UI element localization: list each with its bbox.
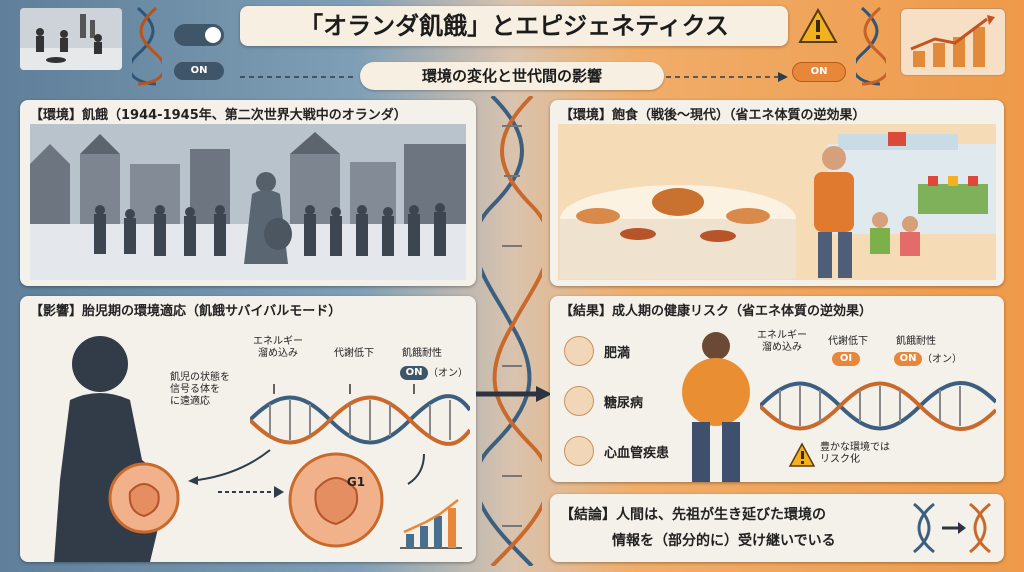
g1-label: G1 [346, 475, 366, 489]
result-warning-note: 豊かな環境では リスク化 [820, 442, 890, 465]
result-label-metabolism: 代謝低下 [828, 336, 868, 347]
effect-arrows [188, 384, 425, 485]
famine-scene-illustration [30, 124, 466, 280]
panel-effect: 【影響】胎児期の環境適応（飢餓サバイバルモード） 飢児の状態を 信号る体を に遠… [20, 296, 476, 562]
dna-helix-icon-topleft [132, 6, 162, 86]
feast-scene-illustration [558, 124, 996, 280]
dna-inheritance-icon [913, 502, 991, 554]
page-title: 「オランダ飢餓」とエピジェネティクス [240, 6, 788, 46]
dna-helix-icon-topright [856, 6, 886, 86]
on-toggle-right[interactable]: ON [792, 62, 846, 82]
toggle-switch[interactable] [174, 24, 224, 46]
page-subtitle: 環境の変化と世代間の影響 [360, 62, 664, 90]
fetus-state-note: 飢児の状態を 信号る体を に遠適応 [170, 372, 230, 407]
fetus-icon-womb [108, 462, 180, 534]
warning-icon-result [788, 442, 816, 467]
panel-env-feast: 【環境】飽食（戦後〜現代）（省エネ体質の逆効果） [550, 100, 1004, 286]
on-toggle-left[interactable]: ON [174, 62, 224, 80]
warning-icon [798, 8, 838, 43]
famine-thumbnail [20, 8, 122, 70]
tolerance-on-switch[interactable]: ON [400, 366, 428, 380]
panel-env-famine: 【環境】飢餓（1944-1945年、第二次世界大戦中のオランダ） [20, 100, 476, 286]
label-metabolism-decline: 代謝低下 [334, 348, 374, 359]
result-label-tolerance: 飢餓耐性 [896, 336, 936, 347]
dashed-arrow-right [666, 72, 788, 82]
label-energy-storage: エネルギー 溜め込み [253, 336, 303, 359]
label-starvation-tolerance: 飢餓耐性 [402, 348, 442, 359]
conclusion-line-2: 情報を（部分的に）受け継いでいる [612, 533, 836, 549]
center-dna-helix [482, 96, 542, 566]
panel-title-effect: 【影響】胎児期の環境適応（飢餓サバイバルモード） [30, 304, 342, 319]
risk-cardiovascular: 心血管疾患 [604, 446, 670, 461]
tolerance-on-suffix: （オン） [428, 368, 468, 379]
panel-title-env-famine: 【環境】飢餓（1944-1945年、第二次世界大戦中のオランダ） [30, 108, 407, 123]
risk-diabetes: 糖尿病 [604, 396, 644, 411]
fetus-icon-g1 [288, 452, 384, 548]
heart-icon [564, 436, 594, 466]
growth-chart-icon [900, 8, 1006, 76]
panel-title-env-feast: 【環境】飽食（戦後〜現代）（省エネ体質の逆効果） [560, 108, 866, 123]
result-label-energy: エネルギー 溜め込み [757, 330, 807, 353]
dashed-arrow-left [240, 76, 354, 78]
result-on-suffix: （オン） [922, 354, 962, 365]
bar-chart-icon-effect [400, 499, 462, 549]
diabetes-icon [564, 386, 594, 416]
result-metabolism-switch[interactable]: OI [832, 352, 860, 366]
arrow-to-g1 [218, 486, 284, 498]
dna-strand-result [760, 381, 996, 431]
obese-man-illustration [682, 332, 750, 482]
panel-result: 【結果】成人期の健康リスク（省エネ体質の逆効果） 肥満 糖尿病 心血管疾患 エネ… [550, 296, 1004, 482]
result-tolerance-switch[interactable]: ON [894, 352, 922, 366]
conclusion-line-1: 【結論】人間は、先祖が生き延びた環境の [560, 507, 826, 523]
panel-conclusion: 【結論】人間は、先祖が生き延びた環境の 情報を（部分的に）受け継いでいる [550, 494, 1004, 562]
risk-obesity: 肥満 [604, 346, 631, 361]
center-transition-arrow [476, 386, 552, 402]
dna-strand-effect [250, 394, 470, 446]
panel-title-result: 【結果】成人期の健康リスク（省エネ体質の逆効果） [560, 304, 873, 319]
obesity-icon [564, 336, 594, 366]
